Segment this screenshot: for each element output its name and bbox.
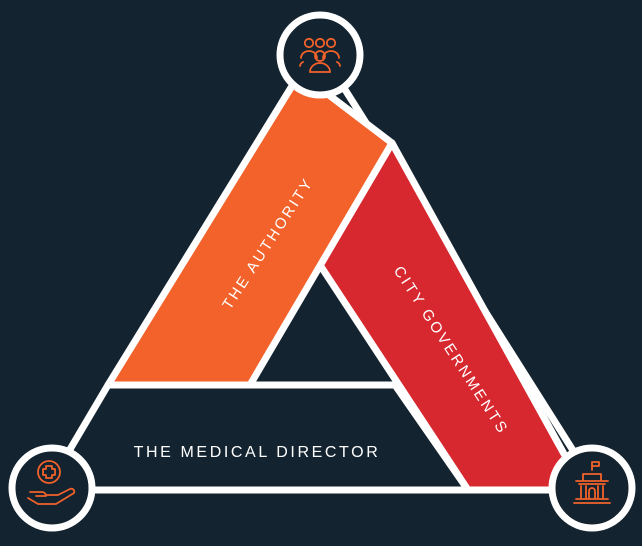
medical-director-band xyxy=(42,381,472,494)
people-group-icon xyxy=(299,37,341,73)
bottom-right-node xyxy=(548,444,636,532)
bottom-left-node xyxy=(8,444,96,532)
government-building-icon xyxy=(573,461,611,504)
medical-hand-icon xyxy=(27,460,76,505)
medical-director-label: THE MEDICAL DIRECTOR xyxy=(134,444,381,461)
top-node xyxy=(276,11,364,99)
